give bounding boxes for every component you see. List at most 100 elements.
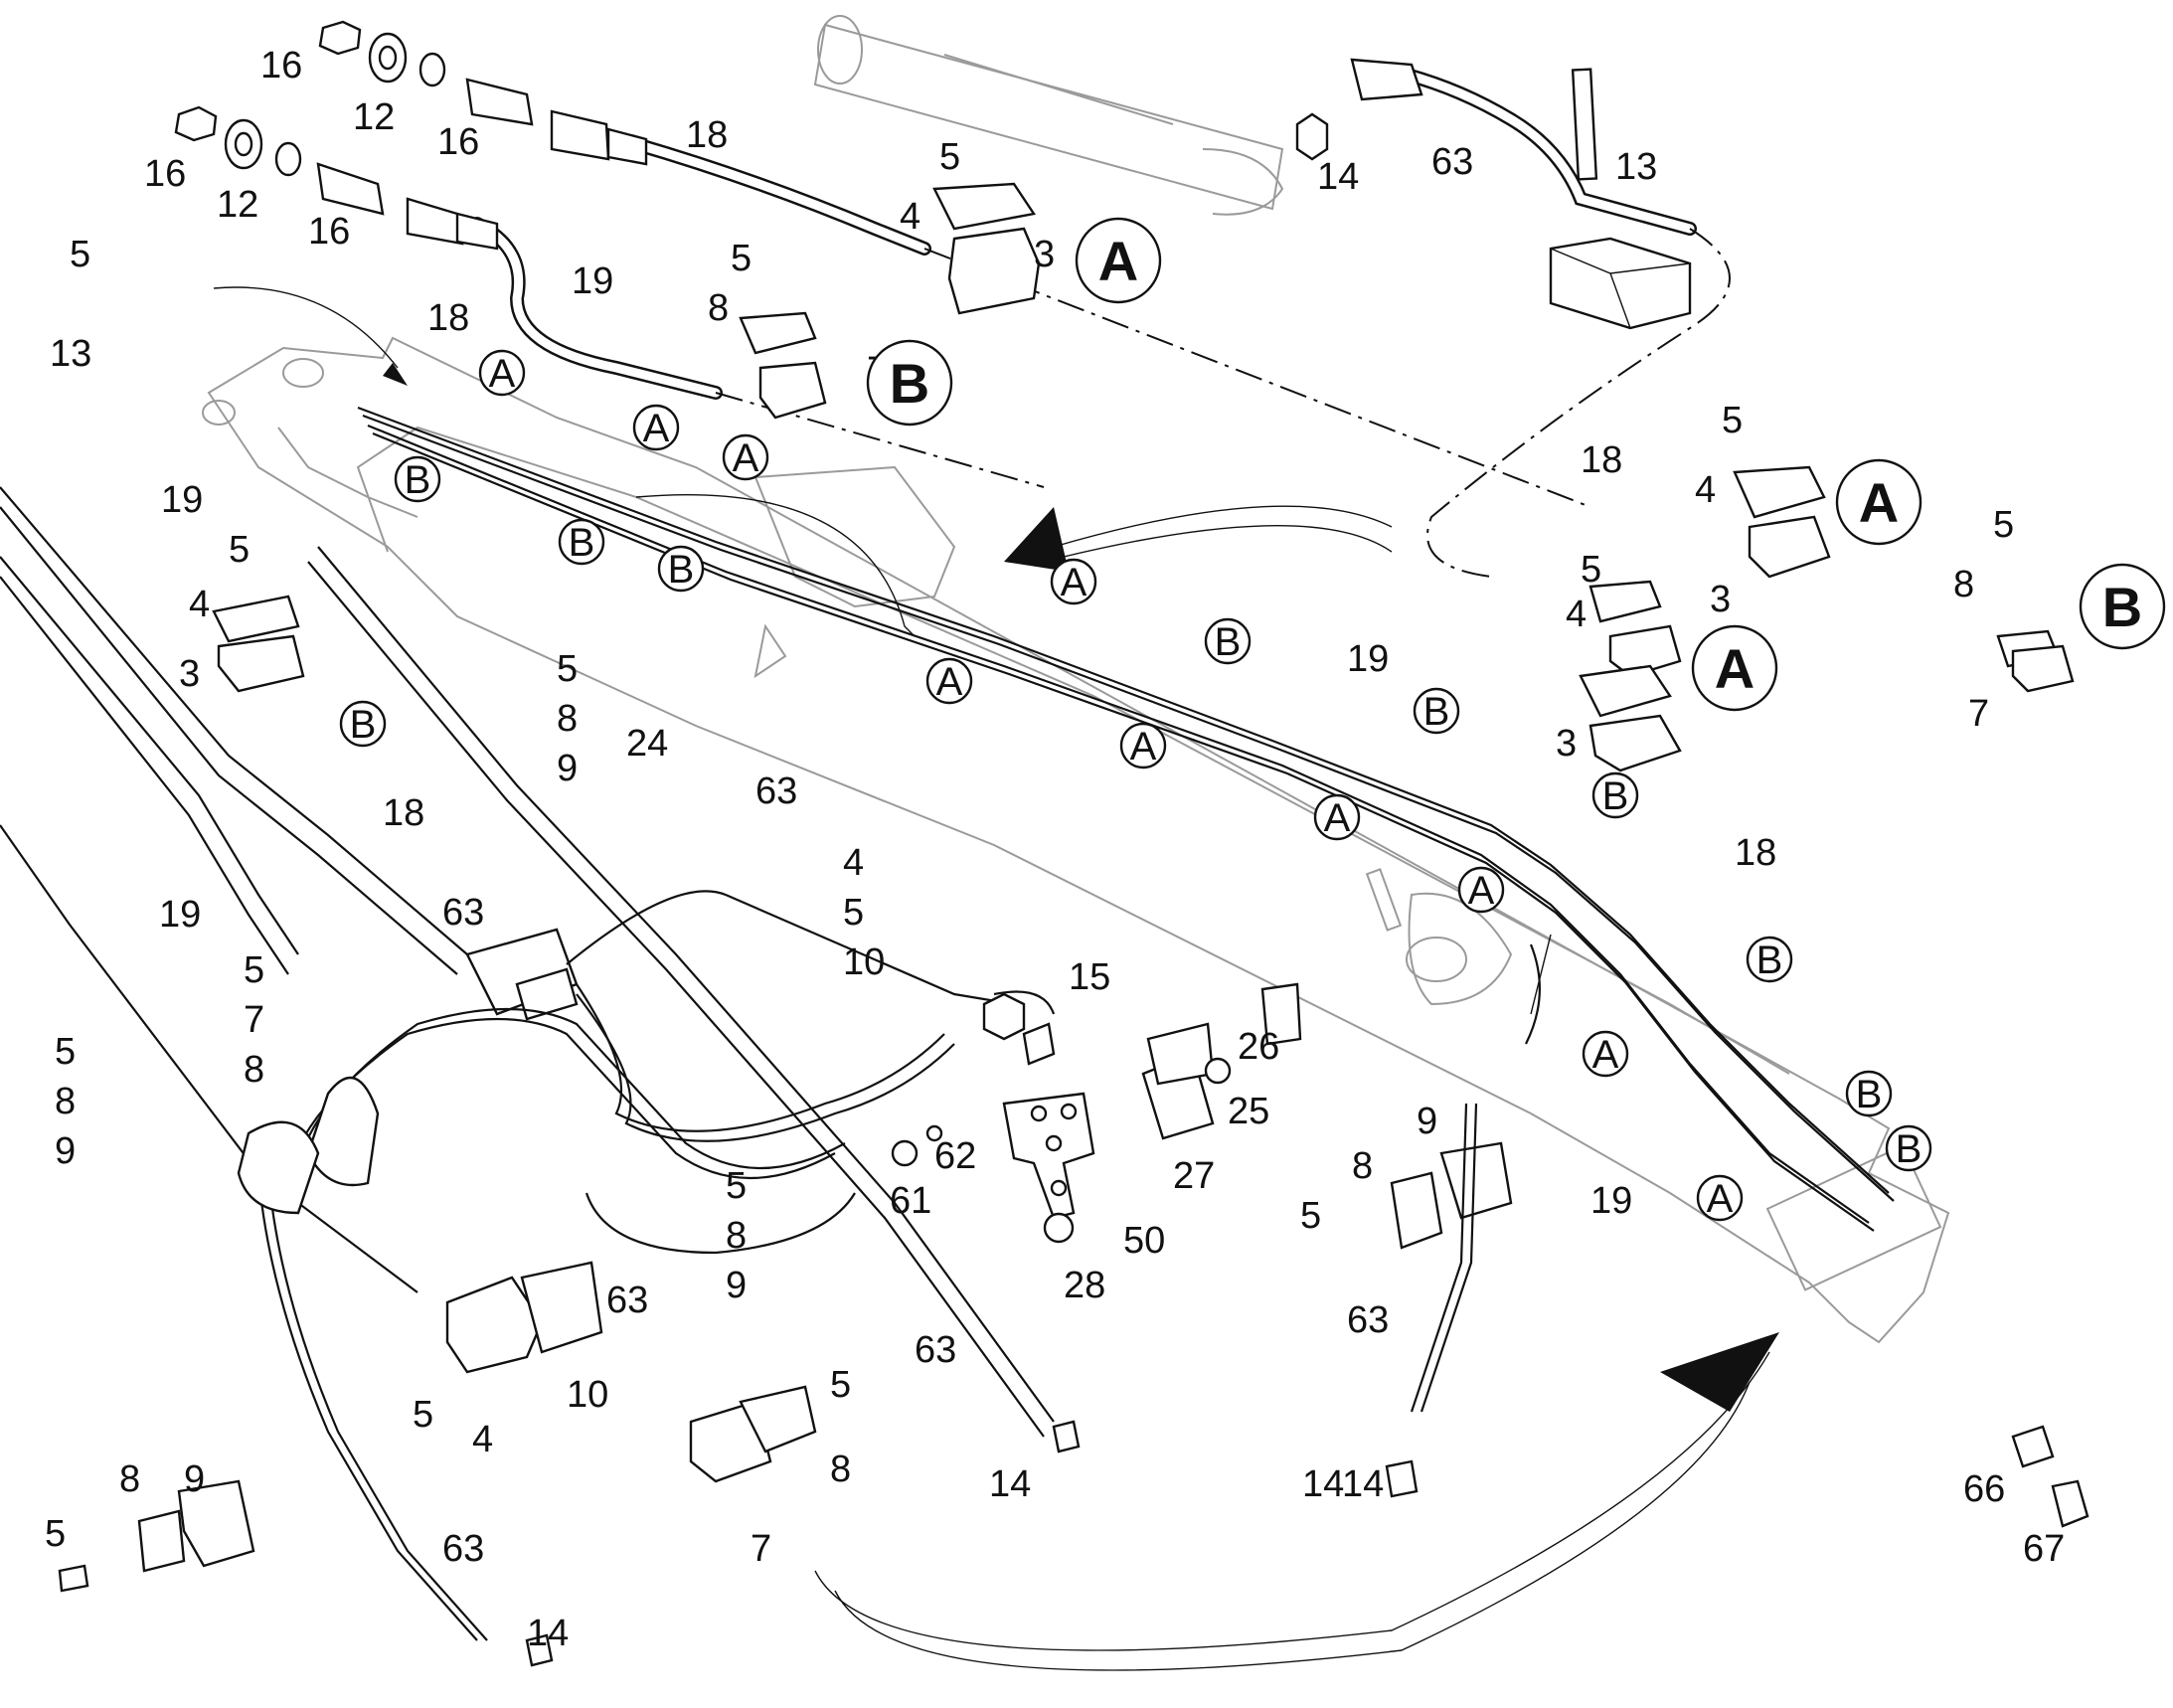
part-label: 25	[1228, 1091, 1269, 1132]
part-label: 19	[1347, 638, 1389, 680]
part-label: 9	[557, 748, 578, 789]
part-label: 13	[1615, 146, 1657, 188]
callout-circle: B	[657, 545, 705, 593]
part-label: 8	[119, 1458, 140, 1500]
part-label: 27	[1173, 1155, 1215, 1197]
callout-circle: A	[1119, 722, 1167, 769]
svg-text:A: A	[1707, 1177, 1734, 1221]
part-label: 5	[939, 136, 960, 178]
callout-circle-large: B	[866, 339, 953, 427]
part-label: 8	[830, 1449, 851, 1490]
part-label: 14	[527, 1613, 569, 1654]
svg-text:A: A	[1324, 796, 1351, 840]
part-label: 63	[915, 1329, 956, 1371]
svg-text:A: A	[489, 352, 516, 396]
part-label: 4	[900, 196, 920, 238]
callout-circle-large: A	[1691, 624, 1778, 712]
part-label: 12	[353, 96, 395, 138]
part-label: 4	[1566, 594, 1587, 635]
callout-circle-large: A	[1835, 458, 1922, 546]
callout-circle: A	[1313, 793, 1361, 841]
part-label: 3	[179, 653, 200, 695]
svg-text:A: A	[1859, 471, 1899, 534]
callout-circle: B	[1204, 617, 1252, 665]
part-label: 10	[843, 941, 885, 983]
part-label: 13	[50, 333, 91, 375]
svg-text:A: A	[1061, 561, 1087, 604]
part-label: 12	[217, 184, 258, 226]
part-label: 14	[1342, 1463, 1384, 1505]
svg-text:B: B	[1896, 1127, 1922, 1171]
svg-text:B: B	[1756, 939, 1783, 982]
part-label: 5	[1722, 400, 1743, 441]
part-label: 8	[1953, 564, 1974, 605]
part-label: 3	[1710, 579, 1731, 620]
part-label: 4	[189, 584, 210, 625]
fittings-top-right	[1295, 58, 1731, 578]
upper-hoses	[470, 137, 1591, 508]
part-label: 26	[1238, 1026, 1279, 1068]
part-label: 66	[1963, 1468, 2005, 1510]
callout-circle: B	[1845, 1070, 1893, 1117]
svg-text:B: B	[569, 521, 595, 565]
callout-circle: A	[1457, 866, 1505, 914]
part-label: 18	[383, 792, 424, 834]
callout-circle: B	[1413, 687, 1460, 735]
callout-circle: A	[632, 404, 680, 451]
part-label: 5	[413, 1394, 433, 1436]
manifold-assembly	[0, 486, 1056, 1641]
svg-text:A: A	[1468, 869, 1495, 913]
part-label: 63	[606, 1280, 648, 1321]
callout-circle: B	[558, 518, 605, 566]
part-label: 14	[1302, 1463, 1344, 1505]
part-label: 5	[45, 1513, 66, 1555]
part-label: 8	[557, 698, 578, 740]
part-label: 18	[427, 297, 469, 339]
part-label: 19	[161, 479, 203, 521]
svg-text:A: A	[1592, 1033, 1619, 1077]
callout-circle: A	[722, 433, 769, 481]
callout-circle: A	[1582, 1030, 1629, 1078]
boom-outline	[202, 336, 1950, 1344]
fittings-right	[58, 982, 2089, 1667]
callout-circle-large: A	[1075, 217, 1162, 304]
boom-cylinder	[813, 15, 1284, 216]
fittings-top-left	[174, 20, 648, 251]
svg-text:A: A	[1715, 637, 1755, 700]
part-label: 18	[1735, 832, 1776, 874]
part-label: 9	[55, 1130, 76, 1172]
part-label: 63	[755, 770, 797, 812]
part-label: 7	[751, 1528, 771, 1570]
part-label: 3	[1556, 723, 1577, 765]
part-label: 8	[1352, 1145, 1373, 1187]
part-label: 5	[1300, 1195, 1321, 1237]
part-label: 19	[572, 260, 613, 302]
svg-text:A: A	[733, 436, 759, 480]
callout-circle: B	[394, 455, 441, 503]
part-label: 18	[686, 114, 728, 156]
callout-circle: A	[925, 657, 973, 705]
part-label: 8	[55, 1081, 76, 1122]
svg-text:A: A	[936, 660, 963, 704]
part-label: 8	[708, 287, 729, 329]
part-label: 28	[1064, 1265, 1105, 1306]
callout-circle: B	[1885, 1124, 1932, 1172]
part-label: 63	[442, 1528, 484, 1570]
svg-text:B: B	[405, 458, 431, 502]
part-label: 4	[843, 842, 864, 884]
part-label: 63	[1431, 141, 1473, 183]
part-label: 8	[244, 1049, 264, 1091]
svg-text:A: A	[643, 407, 670, 450]
svg-text:B: B	[1856, 1073, 1883, 1116]
part-label: 16	[437, 121, 479, 163]
part-label: 14	[1317, 156, 1359, 198]
part-label: 67	[2023, 1528, 2065, 1570]
part-label: 5	[557, 648, 578, 690]
part-label: 5	[1581, 549, 1601, 591]
part-label: 18	[1581, 439, 1622, 481]
part-label: 9	[184, 1458, 205, 1500]
callout-circle: B	[1591, 771, 1639, 819]
part-label: 50	[1123, 1220, 1165, 1262]
part-label: 61	[890, 1180, 931, 1222]
